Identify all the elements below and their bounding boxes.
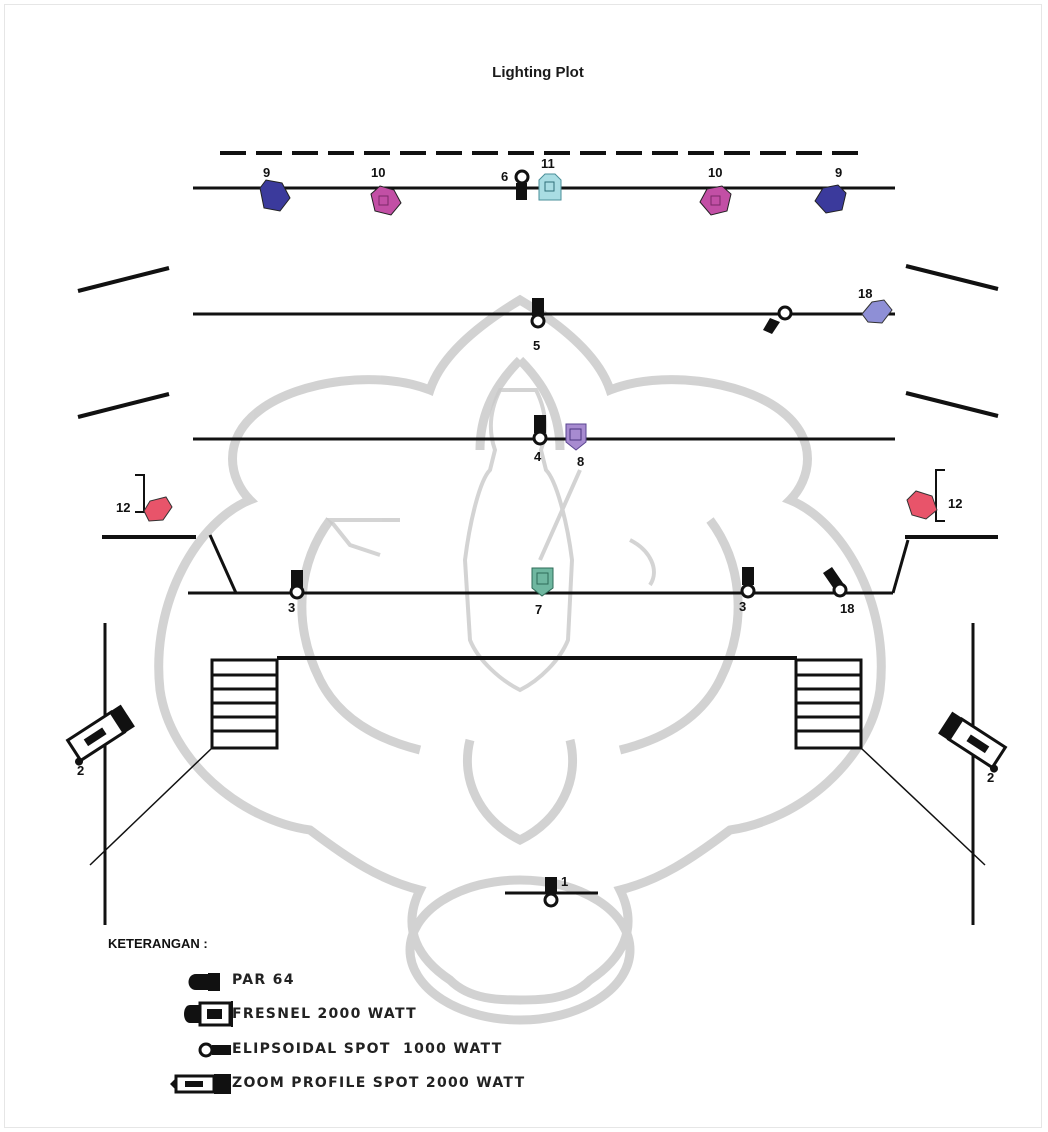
legend-item-zoom-profile: ZOOM PROFILE SPOT 2000 WATT <box>232 1075 526 1091</box>
legend-item-ellipsoidal: ELIPSOIDAL SPOT 1000 WATT <box>232 1041 503 1057</box>
legend-item-fresnel: FRESNEL 2000 WATT <box>232 1006 417 1022</box>
fixture-10-left <box>370 185 402 216</box>
fixture-1 <box>543 877 559 908</box>
fixture-18-upper <box>861 299 893 324</box>
proscenium-left-angle <box>208 534 238 594</box>
label-12-right: 12 <box>948 496 962 511</box>
label-12-left: 12 <box>116 500 130 515</box>
fixture-4 <box>532 415 548 446</box>
fixture-3-right <box>740 567 756 599</box>
stairs-left <box>210 658 279 750</box>
fixture-5 <box>530 298 546 329</box>
label-4: 4 <box>534 449 542 464</box>
fixture-9-right <box>814 184 847 214</box>
label-10-left: 10 <box>371 165 385 180</box>
fixture-8 <box>565 423 587 451</box>
legend-zoom-profile-icon <box>170 1074 231 1094</box>
legend-item-par64: PAR 64 <box>232 972 295 988</box>
label-9-left: 9 <box>263 165 270 180</box>
label-6: 6 <box>501 169 508 184</box>
sightline-left <box>89 747 213 866</box>
legend-par64-icon <box>188 973 220 991</box>
label-10-right: 10 <box>708 165 722 180</box>
fixture-2-left <box>65 704 135 766</box>
wing-right-2 <box>905 391 999 418</box>
legend-heading: KETERANGAN : <box>108 936 208 951</box>
fixture-ellipsoidal-angled <box>763 305 793 334</box>
fixture-12-right <box>906 469 945 522</box>
stairs-right <box>794 658 863 750</box>
label-1: 1 <box>561 874 568 889</box>
label-3-left: 3 <box>288 600 295 615</box>
label-18-lower: 18 <box>840 601 854 616</box>
label-5: 5 <box>533 338 540 353</box>
label-7: 7 <box>535 602 542 617</box>
wing-left-2 <box>77 392 170 419</box>
label-3-right: 3 <box>739 599 746 614</box>
wing-right-1 <box>905 264 999 291</box>
fixture-9-left <box>259 179 291 212</box>
page-frame <box>4 4 1042 1128</box>
fixture-18-lower <box>823 567 848 598</box>
sightline-right <box>860 747 986 866</box>
proscenium-right-angle <box>891 539 910 594</box>
diagram-title: Lighting Plot <box>492 64 584 81</box>
fixture-6 <box>514 169 530 200</box>
label-11: 11 <box>541 156 555 171</box>
fixture-12-left <box>135 474 173 522</box>
fixture-11 <box>538 173 562 201</box>
legend-fresnel-icon <box>184 1001 233 1027</box>
fixture-7 <box>531 567 554 597</box>
label-9-right: 9 <box>835 165 842 180</box>
fixture-3-left <box>289 570 305 600</box>
label-8: 8 <box>577 454 584 469</box>
label-2-left: 2 <box>77 763 84 778</box>
label-2-right: 2 <box>987 770 994 785</box>
fixture-10-right <box>699 185 732 216</box>
watermark-emblem <box>154 294 886 1025</box>
watermark-figure <box>325 388 656 693</box>
fixture-2-right <box>938 711 1008 773</box>
label-18-upper: 18 <box>858 286 872 301</box>
wing-left-1 <box>77 266 170 293</box>
legend-ellipsoidal-icon <box>198 1042 231 1058</box>
